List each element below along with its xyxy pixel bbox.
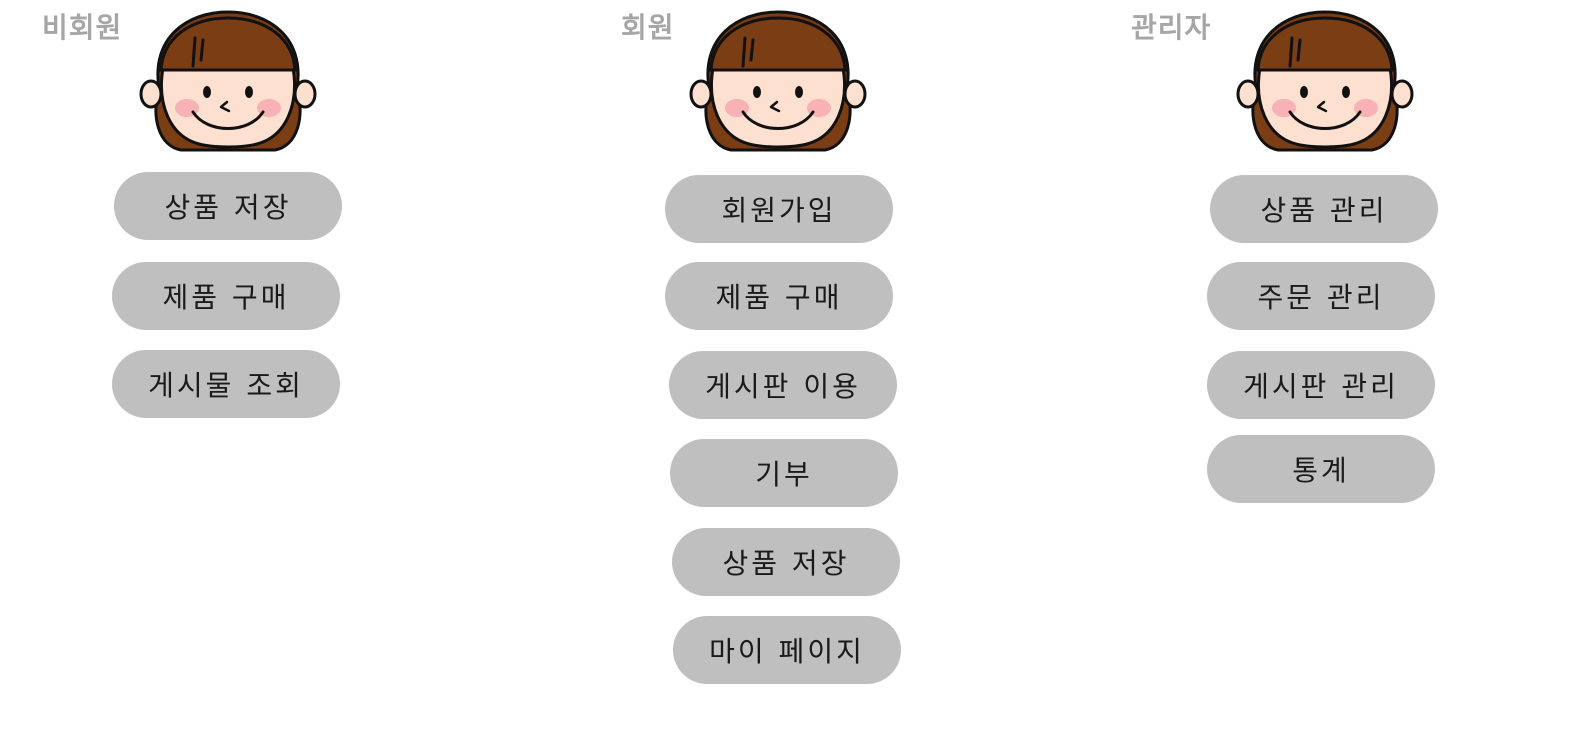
- guest-avatar-icon: [137, 8, 319, 154]
- member-button-my-page[interactable]: 마이 페이지: [673, 616, 901, 684]
- member-button-save-product[interactable]: 상품 저장: [672, 528, 900, 596]
- member-button-signup[interactable]: 회원가입: [665, 175, 893, 243]
- role-title-guest: 비회원: [42, 11, 123, 44]
- admin-button-product-management[interactable]: 상품 관리: [1210, 175, 1438, 243]
- role-title-admin: 관리자: [1131, 11, 1212, 44]
- member-avatar-icon: [687, 8, 869, 154]
- admin-avatar-icon: [1234, 8, 1416, 154]
- member-button-purchase[interactable]: 제품 구매: [665, 262, 893, 330]
- admin-button-order-management[interactable]: 주문 관리: [1207, 262, 1435, 330]
- guest-button-save-product[interactable]: 상품 저장: [114, 172, 342, 240]
- admin-button-statistics[interactable]: 통계: [1207, 435, 1435, 503]
- admin-button-board-management[interactable]: 게시판 관리: [1207, 351, 1435, 419]
- guest-button-view-posts[interactable]: 게시물 조회: [112, 350, 340, 418]
- member-button-board[interactable]: 게시판 이용: [669, 351, 897, 419]
- role-title-member: 회원: [621, 11, 675, 44]
- member-button-donate[interactable]: 기부: [670, 439, 898, 507]
- guest-button-purchase[interactable]: 제품 구매: [112, 262, 340, 330]
